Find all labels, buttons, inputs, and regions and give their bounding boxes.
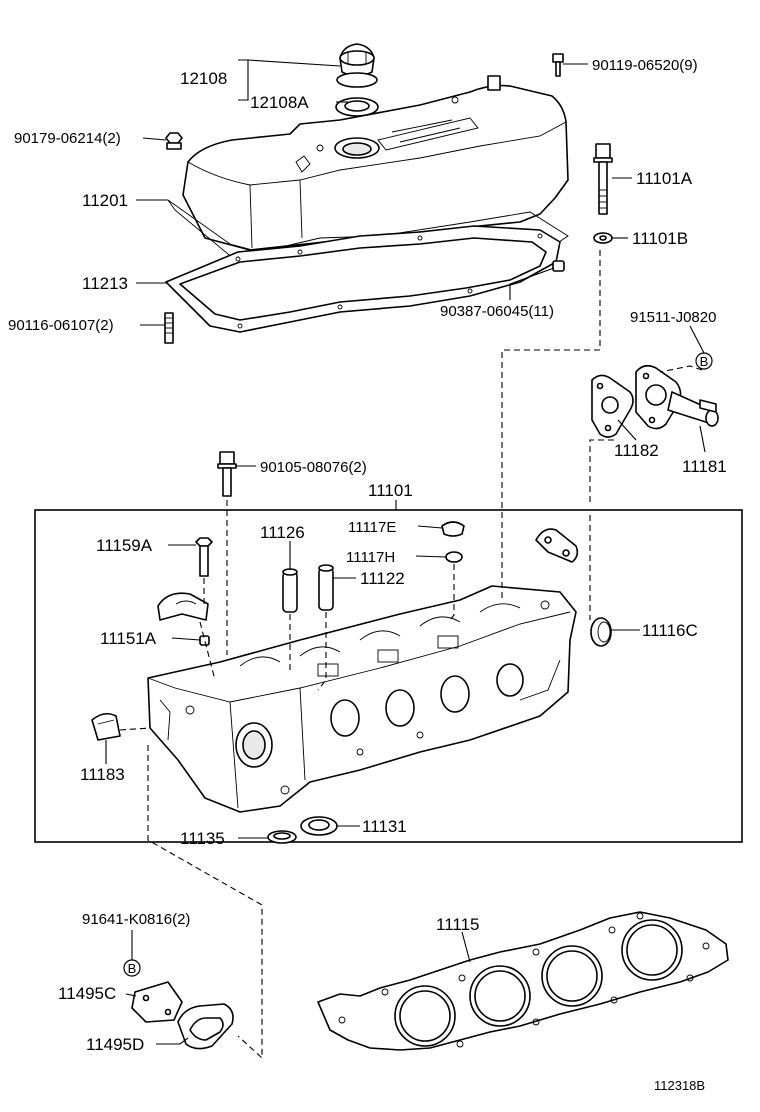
cylinder-head-gasket[interactable] [317,911,729,1051]
label-11201: 11201 [82,191,128,210]
label-11117e: 11117E [348,519,396,536]
label-11101a: 11101A [636,169,693,188]
leader-91511 [689,325,705,354]
stud-11159a[interactable] [195,537,213,577]
bearing-block-11183[interactable] [91,712,121,741]
label-11135: 11135 [180,829,225,848]
label-90116: 90116-06107(2) [8,317,114,334]
label-91641: 91641-K0816(2) [82,911,190,928]
water-outlet-gasket[interactable] [591,374,634,438]
label-11159a: 11159A [96,536,153,555]
plug-11117e[interactable] [441,521,465,537]
pin-11151a[interactable] [199,635,210,646]
svg-text:B: B [700,354,709,369]
label-11101: 11101 [368,481,413,500]
callout-b-lower: B [123,959,141,977]
assembly-line-head-bolt [501,250,601,598]
leader-12108-cap [247,59,341,67]
leader-12108 [238,59,249,101]
leader-11115 [461,931,471,963]
leader-11117e [417,525,443,529]
stud-bolt-90116[interactable] [164,312,174,344]
bolt-90105[interactable] [217,451,237,497]
leader-90387 [509,267,555,300]
label-11115: 11115 [436,915,480,934]
label-11131: 11131 [362,817,407,836]
cylinder-head-bolt-washer[interactable] [593,232,613,244]
bearing-cap-left[interactable] [157,592,209,621]
cover-plate-11495c[interactable] [131,981,183,1023]
label-90119: 90119-06520(9) [592,57,698,74]
valve-guide-bushing[interactable] [282,564,334,613]
diagram-code: 112318B [654,1078,705,1093]
label-90105: 90105-08076(2) [260,459,367,476]
label-11182: 11182 [614,441,659,460]
cylinder-head-group-box [34,509,743,843]
label-11495c: 11495C [58,984,116,1003]
label-11122: 11122 [360,569,405,588]
label-11126: 11126 [260,523,305,542]
seal-11135[interactable] [267,830,297,844]
leader-11151a [171,637,201,641]
cylinder-head-bolt[interactable] [593,143,613,215]
leader-11181 [699,425,706,453]
label-12108a: 12108A [250,93,309,112]
label-91511: 91511-J0820 [630,309,716,326]
assembly-line-11183 [119,727,151,731]
label-11117h: 11117H [346,549,395,566]
nut-90179[interactable] [165,132,183,150]
cylinder-head-cover-gasket[interactable] [165,225,561,333]
oil-seal-11131[interactable] [300,816,338,836]
camshaft-bearing-cap[interactable] [535,528,579,563]
plug-11116c[interactable] [590,617,612,647]
label-11183: 11183 [80,765,125,784]
label-12108: 12108 [180,69,227,88]
bolt-90119[interactable] [552,53,564,77]
label-11151a: 11151A [100,629,157,648]
assembly-line-outlet [659,365,703,373]
gasket-11495d[interactable] [177,1003,234,1050]
label-11116c: 11116C [642,621,698,640]
cylinder-head-cover[interactable] [182,75,569,251]
leader-11495d [156,1037,189,1045]
leader-11117h [415,555,447,558]
assembly-line-11117 [449,564,455,621]
gasket-11117h[interactable] [445,551,463,563]
label-90179: 90179-06214(2) [14,130,121,147]
oil-filler-cap[interactable] [336,43,378,88]
cylinder-head[interactable] [147,585,577,813]
grommet-90387[interactable] [552,260,565,272]
water-outlet[interactable] [635,364,719,430]
label-11101b: 11101B [632,229,688,248]
leader-11182 [617,419,637,441]
label-11495d: 11495D [86,1035,144,1054]
assembly-line-bottom [147,745,263,1060]
callout-b-upper: B [695,352,713,370]
assembly-line-guides-2 [317,612,327,691]
label-11181: 11181 [682,457,727,476]
label-90387: 90387-06045(11) [440,303,554,320]
leader-90179 [142,137,167,141]
leader-11495c [125,993,137,997]
assembly-line-outlet-down [589,439,614,505]
label-11213: 11213 [82,274,128,293]
svg-text:B: B [128,961,137,976]
